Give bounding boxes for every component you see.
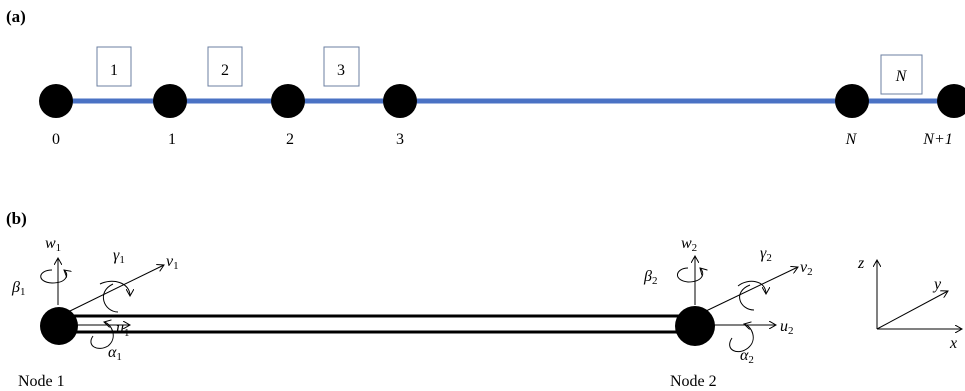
x-axis-label: x [949,335,957,352]
v2-label: v2 [800,259,813,278]
element-number-3: 3 [337,62,345,79]
panel-a-label: (a) [6,7,26,26]
beta2-label: β2 [643,268,657,287]
alpha1-rotation-arrow [90,322,114,349]
element-box-n: N [880,54,923,95]
node-n-plus-1 [937,84,965,118]
alpha2-label: α2 [740,347,754,366]
element-box-3: 3 [323,46,360,87]
gamma1-rotation-arrow [99,280,130,296]
gamma1-rotation-tail [102,283,119,313]
node-number-n: N [845,131,858,148]
w1-label: w1 [45,235,61,254]
node-number-0: 0 [52,131,60,148]
panel-b-label: (b) [6,209,27,228]
y-axis-label: y [932,276,942,293]
element-number-n: N [895,68,908,85]
node-n [835,84,869,118]
gamma2-rotation-tail [739,284,755,311]
node-number-1: 1 [168,131,176,148]
node-2-label: Node 2 [670,373,717,390]
y-axis-arrow [876,291,948,330]
beta2-rotation-arrow [677,268,702,283]
alpha1-label: α1 [108,344,122,363]
u1-label: u1 [116,320,130,339]
element-number-2: 2 [221,62,229,79]
u2-label: u2 [780,318,794,337]
gamma2-rotation-arrow [737,280,766,294]
v2-arrow [705,267,798,312]
z-axis-label: z [857,255,865,272]
node-1 [153,84,187,118]
v1-arrow [69,265,164,312]
v1-label: v1 [166,253,179,272]
node-number-2: 2 [286,131,294,148]
node-number-n-plus-1: N+1 [922,131,952,148]
node-2-dot [675,306,715,346]
element-box-2: 2 [207,46,243,87]
node-1-dot [40,307,78,345]
node-3 [383,84,417,118]
node-2 [271,84,305,118]
gamma1-label: γ1 [113,247,125,266]
beta1-rotation-arrow [40,270,67,284]
alpha2-rotation-arrow [729,324,754,353]
node-number-3: 3 [396,131,404,148]
beta1-label: β1 [11,279,25,298]
element-number-1: 1 [110,62,118,79]
beam-element [60,314,694,334]
element-box-1: 1 [96,46,132,87]
w2-label: w2 [681,235,697,254]
node-1-label: Node 1 [18,373,65,390]
gamma2-label: γ2 [760,245,772,264]
node-0 [39,84,73,118]
coordinate-axes: z y x [857,255,962,352]
